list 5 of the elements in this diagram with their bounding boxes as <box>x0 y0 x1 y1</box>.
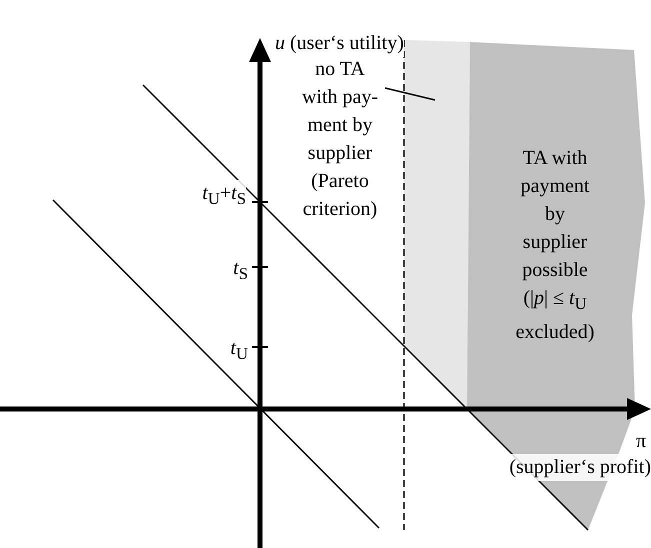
region-label: TA with payment by supplier possible (|p| ≤ t$_{U}$ excluded) <box>514 146 596 345</box>
annotation-text: no TA with pay- ment by supplier (Pareto criterion) <box>300 57 380 222</box>
shaded-region <box>404 40 470 409</box>
leader-line <box>384 87 436 101</box>
axis-title: (supplier‘s profit) <box>509 454 651 481</box>
